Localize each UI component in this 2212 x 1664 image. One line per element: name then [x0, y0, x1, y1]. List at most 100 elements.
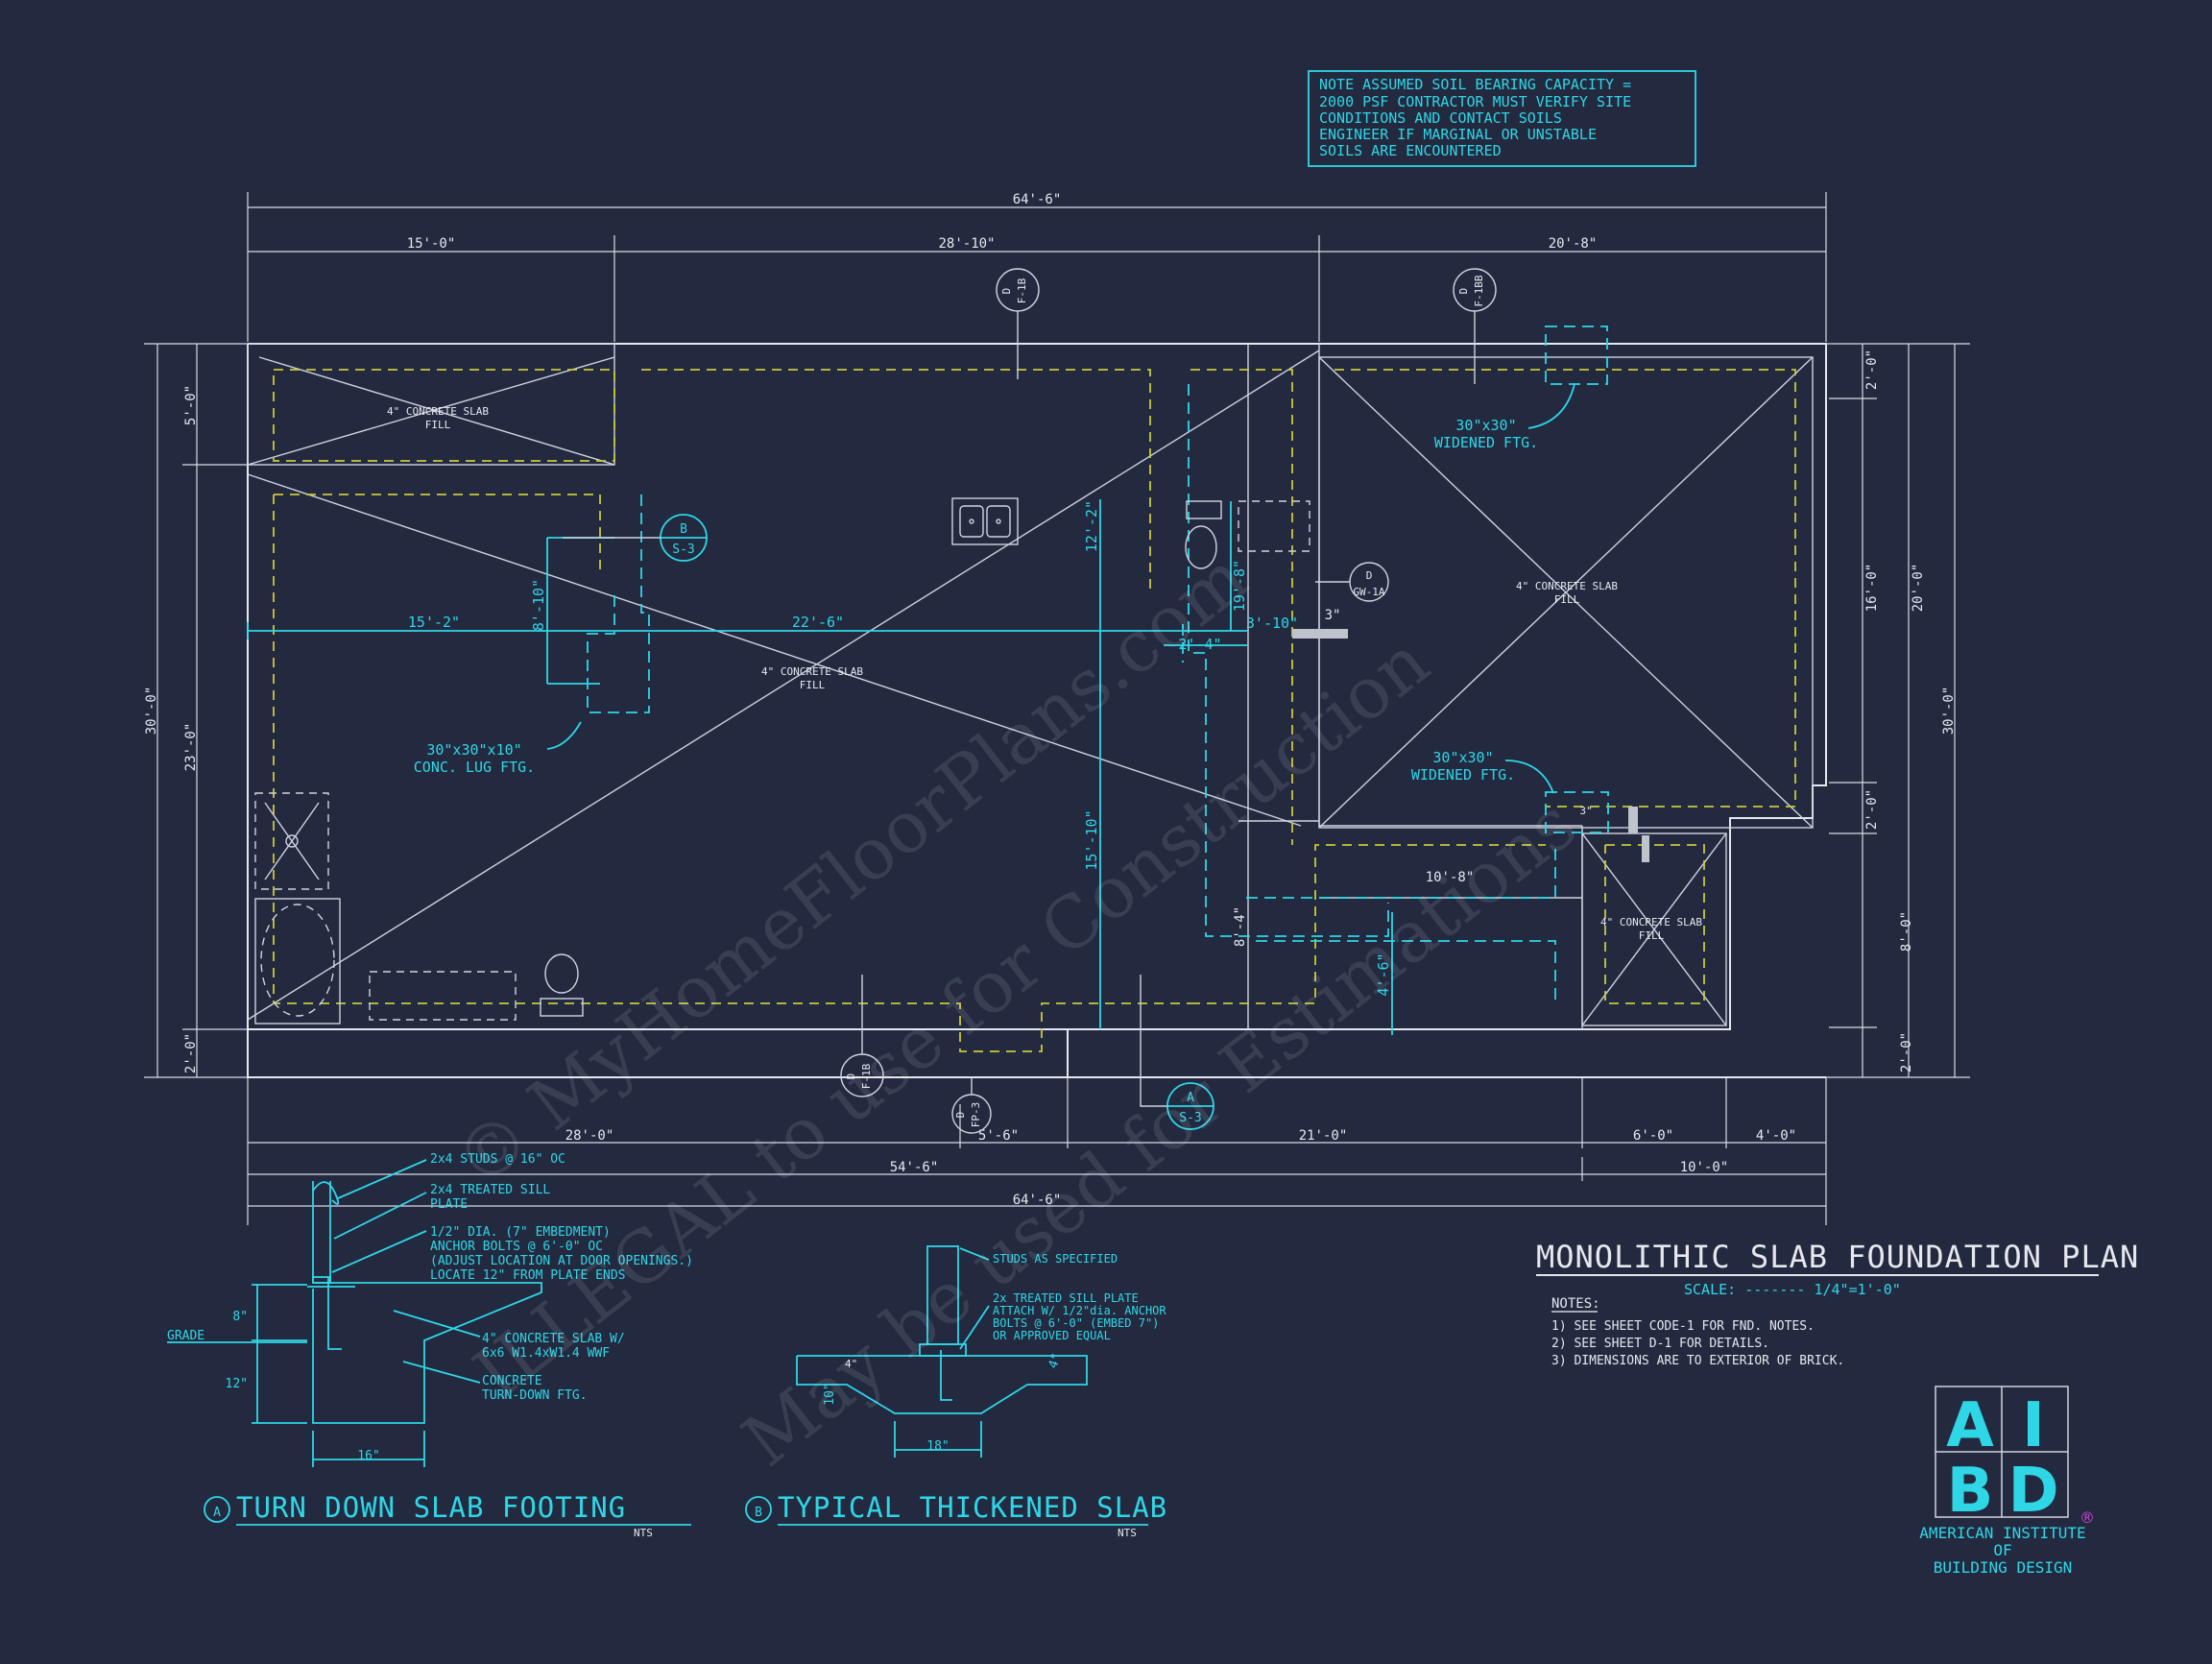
- detail-b-dim: 18": [926, 1439, 949, 1454]
- callout-letter: D: [954, 1112, 967, 1119]
- detail-a-grade: GRADE: [167, 1329, 204, 1343]
- top-dimensions: 64'-6" 15'-0" 28'-10" 20'-8": [247, 192, 1827, 342]
- callout-letter: A: [1187, 1091, 1194, 1105]
- detail-b-label: 2x TREATED SILL PLATE: [993, 1291, 1139, 1305]
- callout-number: S-3: [672, 543, 694, 557]
- callout-d-f1bb[interactable]: D F-1BB: [1453, 268, 1497, 384]
- dim-in-11: 8'-4": [1233, 906, 1248, 947]
- detail-a-label: TURN-DOWN FTG.: [482, 1388, 588, 1403]
- dim-bot-g: 10'-0": [1680, 1160, 1729, 1175]
- soil-note-line: 2000 PSF CONTRACTOR MUST VERIFY SITE: [1319, 93, 1631, 110]
- callout-number: F-1BB: [1473, 275, 1485, 306]
- soil-note-line: NOTE ASSUMED SOIL BEARING CAPACITY =: [1319, 76, 1631, 93]
- dim-bot-d: 6'-0": [1633, 1128, 1673, 1144]
- dim-in-13: 3": [1579, 805, 1592, 817]
- dim-in-9: 3": [1325, 608, 1341, 623]
- detail-b-label: ATTACH W/ 1/2"dia. ANCHOR: [993, 1304, 1166, 1317]
- dim-top-a: 15'-0": [407, 236, 456, 252]
- dim-in-1: 15'-2": [408, 614, 460, 631]
- soil-note: NOTE ASSUMED SOIL BEARING CAPACITY = 200…: [1308, 70, 1696, 167]
- dim-in-7: 3'-10": [1246, 615, 1298, 632]
- callout-number: F-1B: [860, 1063, 873, 1089]
- detail-a-label: 2x4 STUDS @ 16" OC: [430, 1152, 565, 1167]
- slab-label: FILL: [800, 679, 826, 691]
- callout-letter: D: [1366, 569, 1373, 582]
- dim-in-3: 8'-10": [530, 579, 547, 631]
- callout-b-s3[interactable]: B S-3: [563, 514, 708, 562]
- notes-heading: NOTES:: [1551, 1296, 1600, 1312]
- callout-d-f1b-bottom[interactable]: D F-1B: [840, 975, 884, 1097]
- detail-b-dim: 10": [823, 1383, 837, 1405]
- dim-right-e: 8'-0": [1899, 911, 1914, 952]
- callout-letter: B: [680, 522, 687, 537]
- detail-a-label: PLATE: [430, 1197, 468, 1212]
- callout-d-gw1a[interactable]: D GW-1A: [1315, 562, 1389, 602]
- callout-number: FP-3: [970, 1102, 982, 1128]
- logo-text: OF: [1993, 1541, 2011, 1559]
- note-item: 1) SEE SHEET CODE-1 FOR FND. NOTES.: [1551, 1319, 1815, 1334]
- kitchen-sink-icon: [951, 497, 1019, 545]
- logo-text: AMERICAN INSTITUTE: [1919, 1524, 2085, 1542]
- footings-dashed: [587, 326, 1609, 1006]
- toilet-icon: [1186, 500, 1222, 519]
- dim-bot-e: 4'-0": [1756, 1128, 1796, 1144]
- logo-text: BUILDING DESIGN: [1934, 1558, 2073, 1577]
- detail-a-dim: 8": [232, 1310, 248, 1324]
- dim-in-2: 22'-6": [792, 614, 844, 631]
- dim-bot-b: 5'-6": [978, 1128, 1019, 1144]
- detail-a-label: (ADJUST LOCATION AT DOOR OPENINGS.): [430, 1254, 693, 1268]
- foundation-outline: [247, 343, 1827, 1078]
- detail-a-turn-down-footing: 8" 12" 16" GRADE 2x4 STUDS @ 16" OC 2x4 …: [167, 1152, 693, 1539]
- dim-in-8: 19'-8": [1231, 560, 1248, 612]
- detail-a-title: TURN DOWN SLAB FOOTING: [236, 1491, 626, 1524]
- slab-label: 4" CONCRETE SLAB: [1516, 580, 1618, 592]
- dim-bot-total: 64'-6": [1013, 1193, 1062, 1208]
- logo-letter: B: [1947, 1456, 1994, 1527]
- detail-b-thickened-slab: 18" 10" 4" 4" STUDS AS SPECIFIED 2x TREA…: [745, 1245, 1166, 1539]
- dim-left-total: 30'-0": [144, 687, 159, 736]
- dim-right-f: 2'-0": [1899, 1032, 1914, 1073]
- slab-labels: 4" CONCRETE SLAB FILL 4" CONCRETE SLAB F…: [387, 383, 1702, 942]
- callout-letter: D: [1457, 288, 1470, 295]
- dim-top-total: 64'-6": [1013, 192, 1062, 207]
- shower-icon: [254, 792, 329, 890]
- aibd-logo: A I B D ® AMERICAN INSTITUTE OF BUILDING…: [1919, 1386, 2095, 1577]
- dim-left-c: 2'-0": [183, 1033, 199, 1073]
- callout-d-fp3[interactable]: D FP-3: [951, 1077, 992, 1134]
- right-dimensions: 2'-0" 16'-0" 20'-0" 2'-0" 8'-0" 2'-0" 30…: [1826, 343, 1970, 1078]
- detail-b-label: OR APPROVED EQUAL: [993, 1329, 1111, 1342]
- title-block: MONOLITHIC SLAB FOUNDATION PLAN SCALE: -…: [1536, 1239, 2138, 1368]
- dim-right-d: 2'-0": [1864, 789, 1880, 830]
- slab-label: FILL: [1639, 929, 1665, 942]
- callout-number: GW-1A: [1353, 586, 1384, 598]
- dim-in-4: 12'-2": [1083, 500, 1100, 552]
- footing-label: 30"x30"x10": [426, 741, 521, 759]
- left-dimensions: 5'-0" 23'-0" 2'-0" 30'-0": [144, 343, 248, 1078]
- dim-left-a: 5'-0": [183, 385, 199, 425]
- dim-in-5: 15'-10": [1083, 809, 1100, 870]
- step-marker: [1292, 629, 1348, 639]
- detail-a-label: LOCATE 12" FROM PLATE ENDS: [430, 1268, 626, 1283]
- logo-letter: A: [1946, 1390, 1994, 1461]
- bottom-dimensions: 28'-0" 5'-6" 21'-0" 6'-0" 4'-0" 54'-6" 1…: [247, 1077, 1827, 1225]
- callout-letter: D: [845, 1073, 857, 1080]
- dim-in-12: 4'-6": [1375, 953, 1392, 996]
- detail-a-dim: 16": [357, 1449, 379, 1463]
- footing-label: WIDENED FTG.: [1411, 766, 1515, 784]
- callout-d-f1b-top[interactable]: D F-1B: [996, 268, 1040, 379]
- soil-note-line: CONDITIONS AND CONTACT SOILS: [1319, 109, 1562, 127]
- detail-a-label: CONCRETE: [482, 1374, 542, 1388]
- dim-top-b: 28'-10": [938, 236, 995, 252]
- footing-label: CONC. LUG FTG.: [414, 759, 535, 776]
- callout-a-s3[interactable]: A S-3: [1140, 975, 1214, 1130]
- detail-a-label: 4" CONCRETE SLAB W/: [482, 1332, 625, 1346]
- dim-bot-a: 28'-0": [565, 1128, 614, 1144]
- note-item: 3) DIMENSIONS ARE TO EXTERIOR OF BRICK.: [1551, 1354, 1844, 1368]
- detail-b-label: BOLTS @ 6'-0" (EMBED 7"): [993, 1316, 1159, 1330]
- slab-label: 4" CONCRETE SLAB: [387, 405, 489, 418]
- step-marker: [1642, 835, 1649, 862]
- dim-bot-c: 21'-0": [1299, 1128, 1348, 1144]
- footing-label: 30"x30": [1432, 749, 1493, 766]
